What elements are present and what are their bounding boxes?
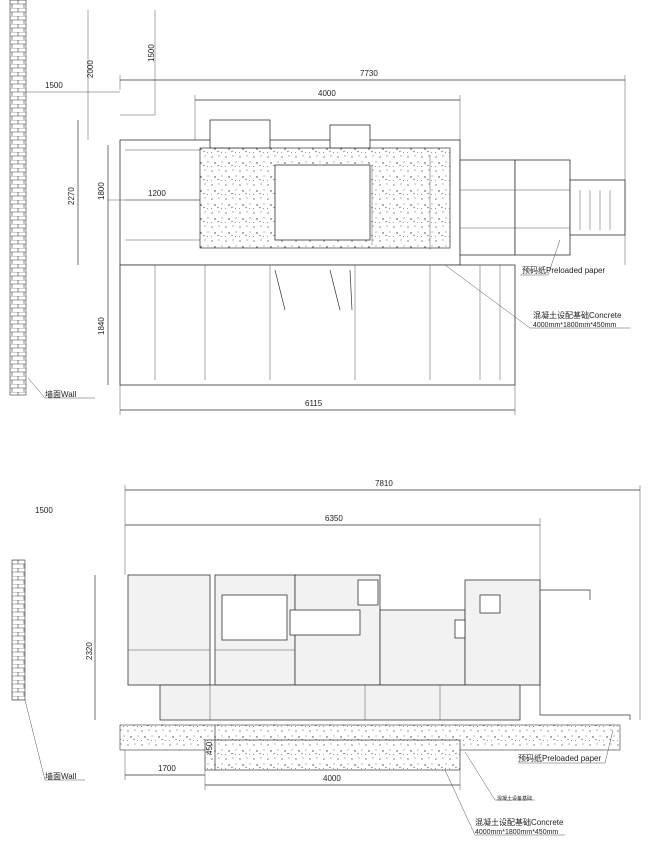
dim-1840: 1840 [97, 317, 106, 335]
dim-4000-side: 4000 [323, 774, 341, 783]
label-wall-top: 墙面Wall [45, 389, 76, 399]
dim-7730: 7730 [360, 69, 378, 78]
dim-1500-left: 1500 [45, 81, 63, 90]
label-concrete-size-side: 4000mm*1800mm*450mm [475, 829, 558, 836]
dim-1700: 1700 [158, 764, 176, 773]
label-concrete-top: 混凝土设配基础Concrete [533, 310, 622, 320]
dim-7810: 7810 [375, 479, 393, 488]
dim-1500-top: 1500 [147, 44, 156, 62]
foundation-pit [204, 739, 461, 771]
label-equipment-foundation: 混凝土设备基础 [497, 795, 532, 802]
label-concrete-size-top: 4000mm*1800mm*450mm [533, 322, 616, 329]
dim-4000: 4000 [318, 89, 336, 98]
label-wall-side: 墙面Wall [45, 771, 76, 781]
top-view: 7730 4000 1500 2000 1500 2270 1800 1200 … [9, 0, 630, 415]
dim-6350: 6350 [325, 514, 343, 523]
dim-2000: 2000 [86, 60, 95, 78]
label-preloaded-paper-side: 预码纸Preloaded paper [518, 753, 601, 763]
wall-brick [9, 0, 27, 396]
side-view: 1500 7810 6350 2320 450 1700 4000 墙面Wall… [11, 479, 641, 836]
label-preloaded-paper-top: 预码纸Preloaded paper [522, 265, 605, 275]
dim-1800: 1800 [97, 182, 106, 200]
dim-1200: 1200 [148, 189, 166, 198]
dim-6115: 6115 [305, 399, 323, 408]
wall-brick-side [11, 559, 26, 701]
dim-1500-side: 1500 [35, 506, 53, 515]
dim-450: 450 [205, 741, 214, 755]
dim-2270: 2270 [67, 187, 76, 205]
dim-2320: 2320 [85, 642, 94, 660]
label-concrete-side: 混凝土设配基础Concrete [475, 817, 564, 827]
